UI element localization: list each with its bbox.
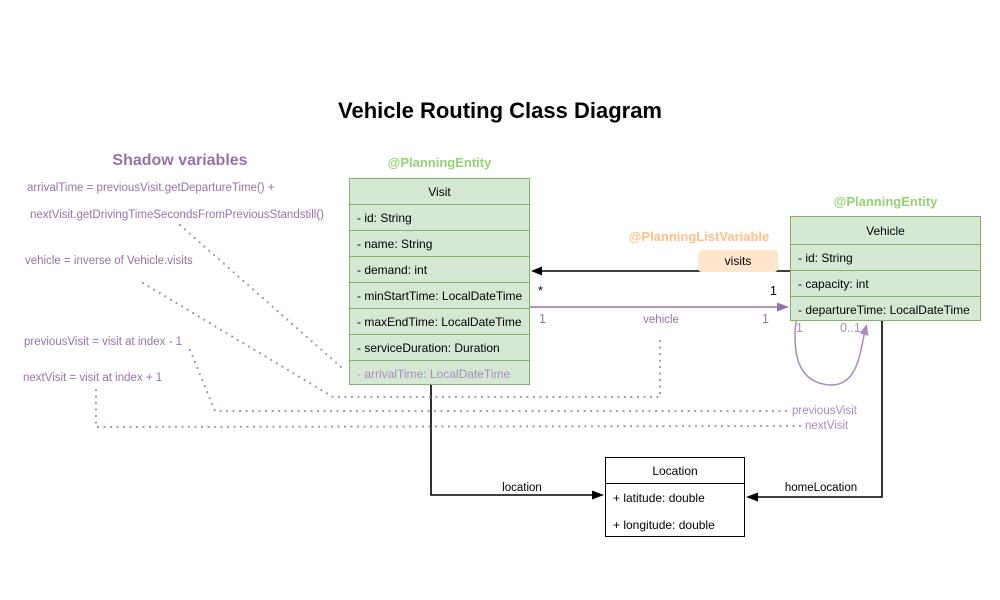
shadow-var-nextvisit: nextVisit = visit at index + 1 — [23, 372, 163, 384]
visit-field-demand: - demand: int — [350, 256, 529, 282]
vehicle-class-name: Vehicle — [866, 223, 905, 238]
visit-class-name: Visit — [428, 184, 451, 199]
visit-field-id: - id: String — [350, 204, 529, 230]
dotted-connector-arrivaltime — [178, 223, 343, 369]
homelocation-arrowhead-icon — [746, 492, 758, 502]
visit-field-name: - name: String — [350, 230, 529, 256]
location-class-name: Location — [606, 458, 744, 484]
shadow-var-arrivaltime-line2: nextVisit.getDrivingTimeSecondsFromPrevi… — [30, 209, 324, 221]
shadow-var-arrivaltime-line1: arrivalTime = previousVisit.getDeparture… — [27, 182, 275, 194]
vehicle-edge-label: vehicle — [643, 314, 679, 326]
nextvisit-edge-label: nextVisit — [805, 420, 849, 432]
previousvisit-edge-label: previousVisit — [792, 405, 857, 417]
location-arrowhead-icon — [592, 490, 604, 500]
visit-field-arrivaltime: - arrivalTime: LocalDateTime — [350, 360, 529, 386]
shadow-var-vehicle: vehicle = inverse of Vehicle.visits — [25, 255, 193, 267]
selfloop-right-multiplicity: 0..1 — [840, 321, 861, 335]
location-field-longitude: + longitude: double — [613, 517, 715, 532]
vehicle-left-multiplicity: 1 — [539, 312, 546, 326]
vehicle-right-multiplicity: 1 — [762, 312, 769, 326]
visits-edge-label: visits — [698, 250, 778, 272]
location-association-line — [430, 384, 593, 496]
location-class: Location + latitude: double + longitude:… — [605, 457, 745, 537]
dotted-connector-nextvisit — [94, 388, 803, 429]
shadow-variables-heading: Shadow variables — [112, 152, 248, 169]
vehicle-planning-entity-annotation: @PlanningEntity — [833, 194, 938, 209]
visit-field-maxendtime: - maxEndTime: LocalDateTime — [350, 308, 529, 334]
vehicle-field-departuretime: - departureTime: LocalDateTime — [791, 296, 980, 322]
location-edge-label: location — [502, 482, 542, 494]
visit-field-minstarttime: - minStartTime: LocalDateTime — [350, 282, 529, 308]
visit-class: Visit - id: String - name: String - dema… — [349, 178, 530, 385]
vehicle-field-capacity: - capacity: int — [791, 270, 980, 296]
visits-arrowhead-icon — [531, 266, 542, 276]
page-title: Vehicle Routing Class Diagram — [338, 98, 662, 123]
selfloop-left-multiplicity: 1 — [796, 321, 803, 335]
homelocation-edge-label: homeLocation — [784, 482, 858, 494]
vehicle-arrowhead-icon — [777, 302, 789, 312]
visits-target-multiplicity: * — [538, 284, 543, 298]
vehicle-class: Vehicle - id: String - capacity: int - d… — [790, 216, 981, 321]
visit-field-serviceduration: - serviceDuration: Duration — [350, 334, 529, 360]
vehicle-field-id: - id: String — [791, 244, 980, 270]
location-field-latitude: + latitude: double — [613, 490, 705, 505]
visits-source-multiplicity: 1 — [770, 284, 777, 298]
visit-planning-entity-annotation: @PlanningEntity — [387, 155, 492, 170]
shadow-var-previousvisit: previousVisit = visit at index - 1 — [24, 336, 182, 348]
planning-list-variable-annotation: @PlanningListVariable — [628, 229, 770, 244]
